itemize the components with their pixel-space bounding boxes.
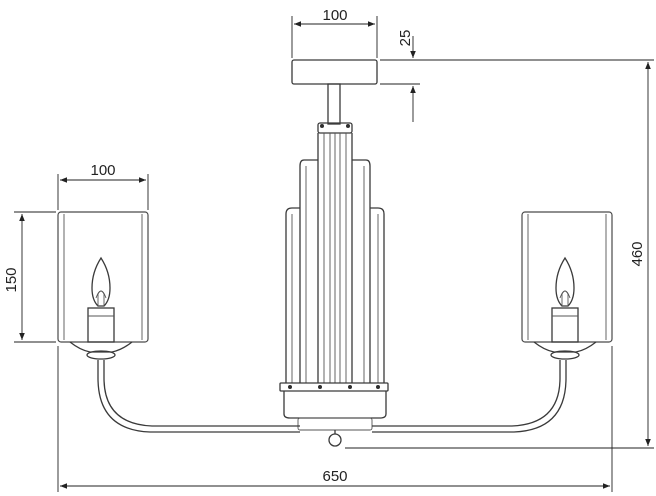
left-lamp [57,211,149,360]
dimension-label-shade-height: 150 [3,267,20,292]
down-rod [327,83,341,125]
dimension-label-total-height: 460 [629,241,646,266]
dimension-label-canopy-width: 100 [322,7,347,24]
right-lamp [521,211,613,360]
left-bulb-icon [91,256,111,307]
left-glass-shade [57,211,149,343]
arms [97,360,567,433]
right-glass-shade [521,211,613,343]
dimension-total-width: 650 [57,346,613,492]
dimension-label-total-width: 650 [322,468,347,485]
dimension-label-canopy-height: 25 [397,30,414,47]
dimension-canopy-height: 25 [380,30,654,122]
chandelier-fixture [57,59,613,447]
dimension-total-height: 460 [345,62,654,449]
dimension-canopy-width: 100 [291,7,378,58]
dimension-shade-height: 150 [3,211,56,343]
ceiling-canopy [291,59,378,85]
central-base [279,382,389,447]
right-bulb-icon [555,256,575,307]
dimension-shade-width: 100 [57,162,149,210]
dimension-lines: 100 25 100 150 460 [3,7,654,492]
central-rod-cage [285,133,385,383]
dimension-label-shade-width: 100 [90,162,115,179]
